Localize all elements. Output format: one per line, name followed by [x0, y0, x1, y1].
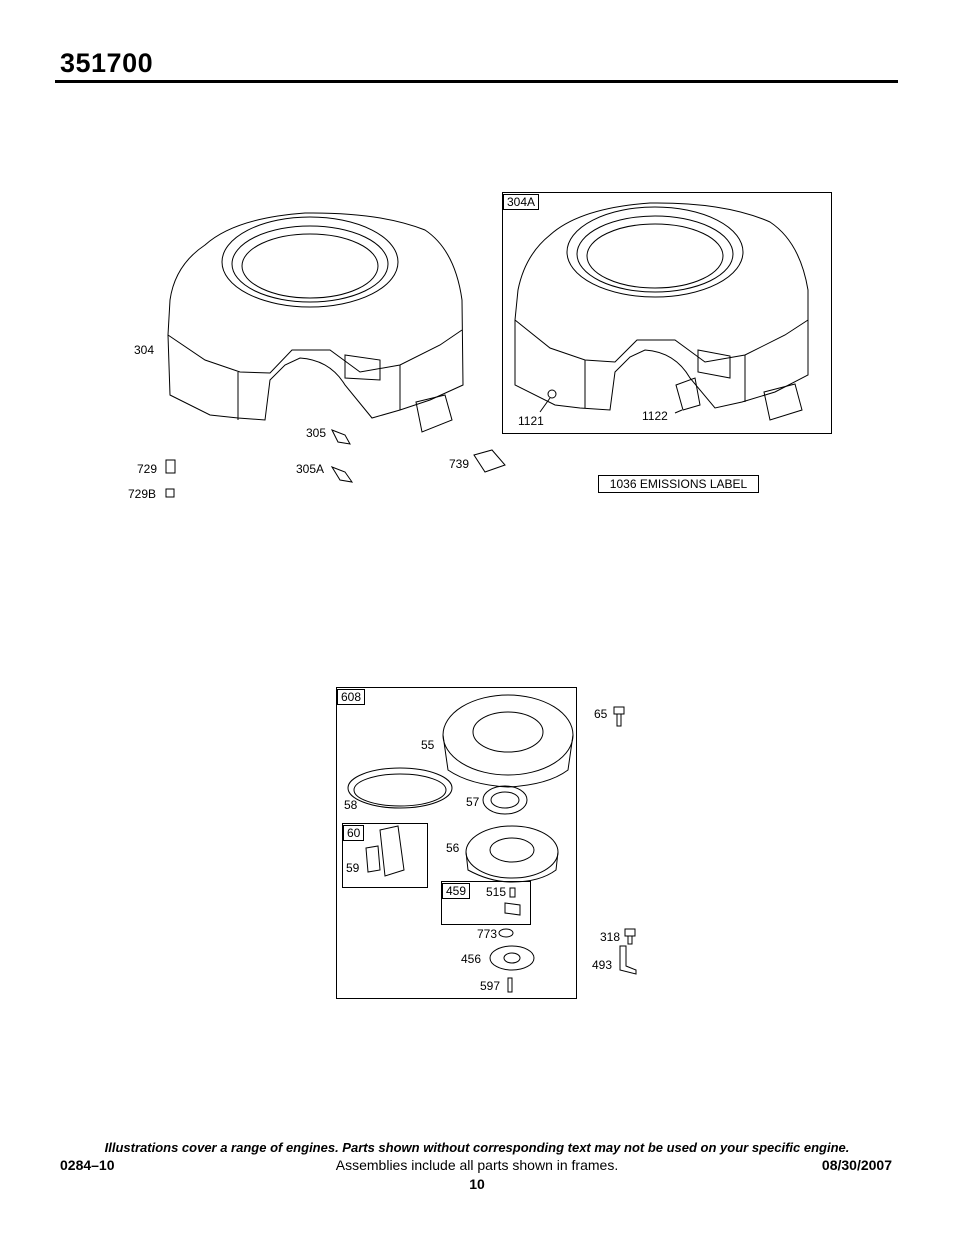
callout-515: 515 — [486, 885, 507, 899]
callout-493: 493 — [592, 958, 613, 972]
upper-hardware-drawing — [165, 409, 683, 498]
callout-55: 55 — [421, 738, 435, 752]
callout-729b: 729B — [128, 487, 157, 501]
footer-assemblies-note: Assemblies include all parts shown in fr… — [335, 1157, 619, 1173]
pawl-frame — [441, 881, 531, 925]
frame-tag-60: 60 — [343, 825, 365, 841]
blower-housing-frame — [502, 192, 832, 434]
callout-1122: 1122 — [642, 409, 668, 423]
page-number: 10 — [469, 1176, 485, 1192]
callout-59: 59 — [346, 861, 360, 875]
footer-doc-code: 0284–10 — [60, 1157, 115, 1173]
blower-housing-drawing — [167, 212, 464, 433]
page-title: 351700 — [60, 48, 154, 78]
callout-304: 304 — [134, 343, 155, 357]
callout-305: 305 — [306, 426, 327, 440]
right-hardware-drawing — [613, 706, 637, 975]
starter-frame — [336, 687, 577, 999]
callout-456: 456 — [461, 952, 482, 966]
frame-tag-304a: 304A — [503, 194, 540, 210]
footer-note: Illustrations cover a range of engines. … — [104, 1140, 850, 1155]
callout-65: 65 — [594, 707, 608, 721]
emissions-label-box: 1036 EMISSIONS LABEL — [598, 475, 759, 493]
callout-729: 729 — [137, 462, 158, 476]
callout-305a: 305A — [296, 462, 325, 476]
handle-frame — [342, 823, 428, 888]
callout-58: 58 — [344, 798, 358, 812]
footer-date: 08/30/2007 — [821, 1157, 892, 1173]
title-rule — [55, 80, 898, 83]
rewind-starter-drawing — [347, 694, 574, 993]
frame-tag-608: 608 — [337, 689, 366, 705]
callout-1121: 1121 — [518, 414, 544, 428]
frame-tag-459: 459 — [442, 883, 471, 899]
callout-318: 318 — [600, 930, 621, 944]
blower-housing-frame-drawing — [514, 202, 809, 421]
callout-56: 56 — [446, 841, 460, 855]
callout-739: 739 — [449, 457, 470, 471]
callout-597: 597 — [480, 979, 501, 993]
callout-57: 57 — [466, 795, 480, 809]
callout-773: 773 — [477, 927, 498, 941]
